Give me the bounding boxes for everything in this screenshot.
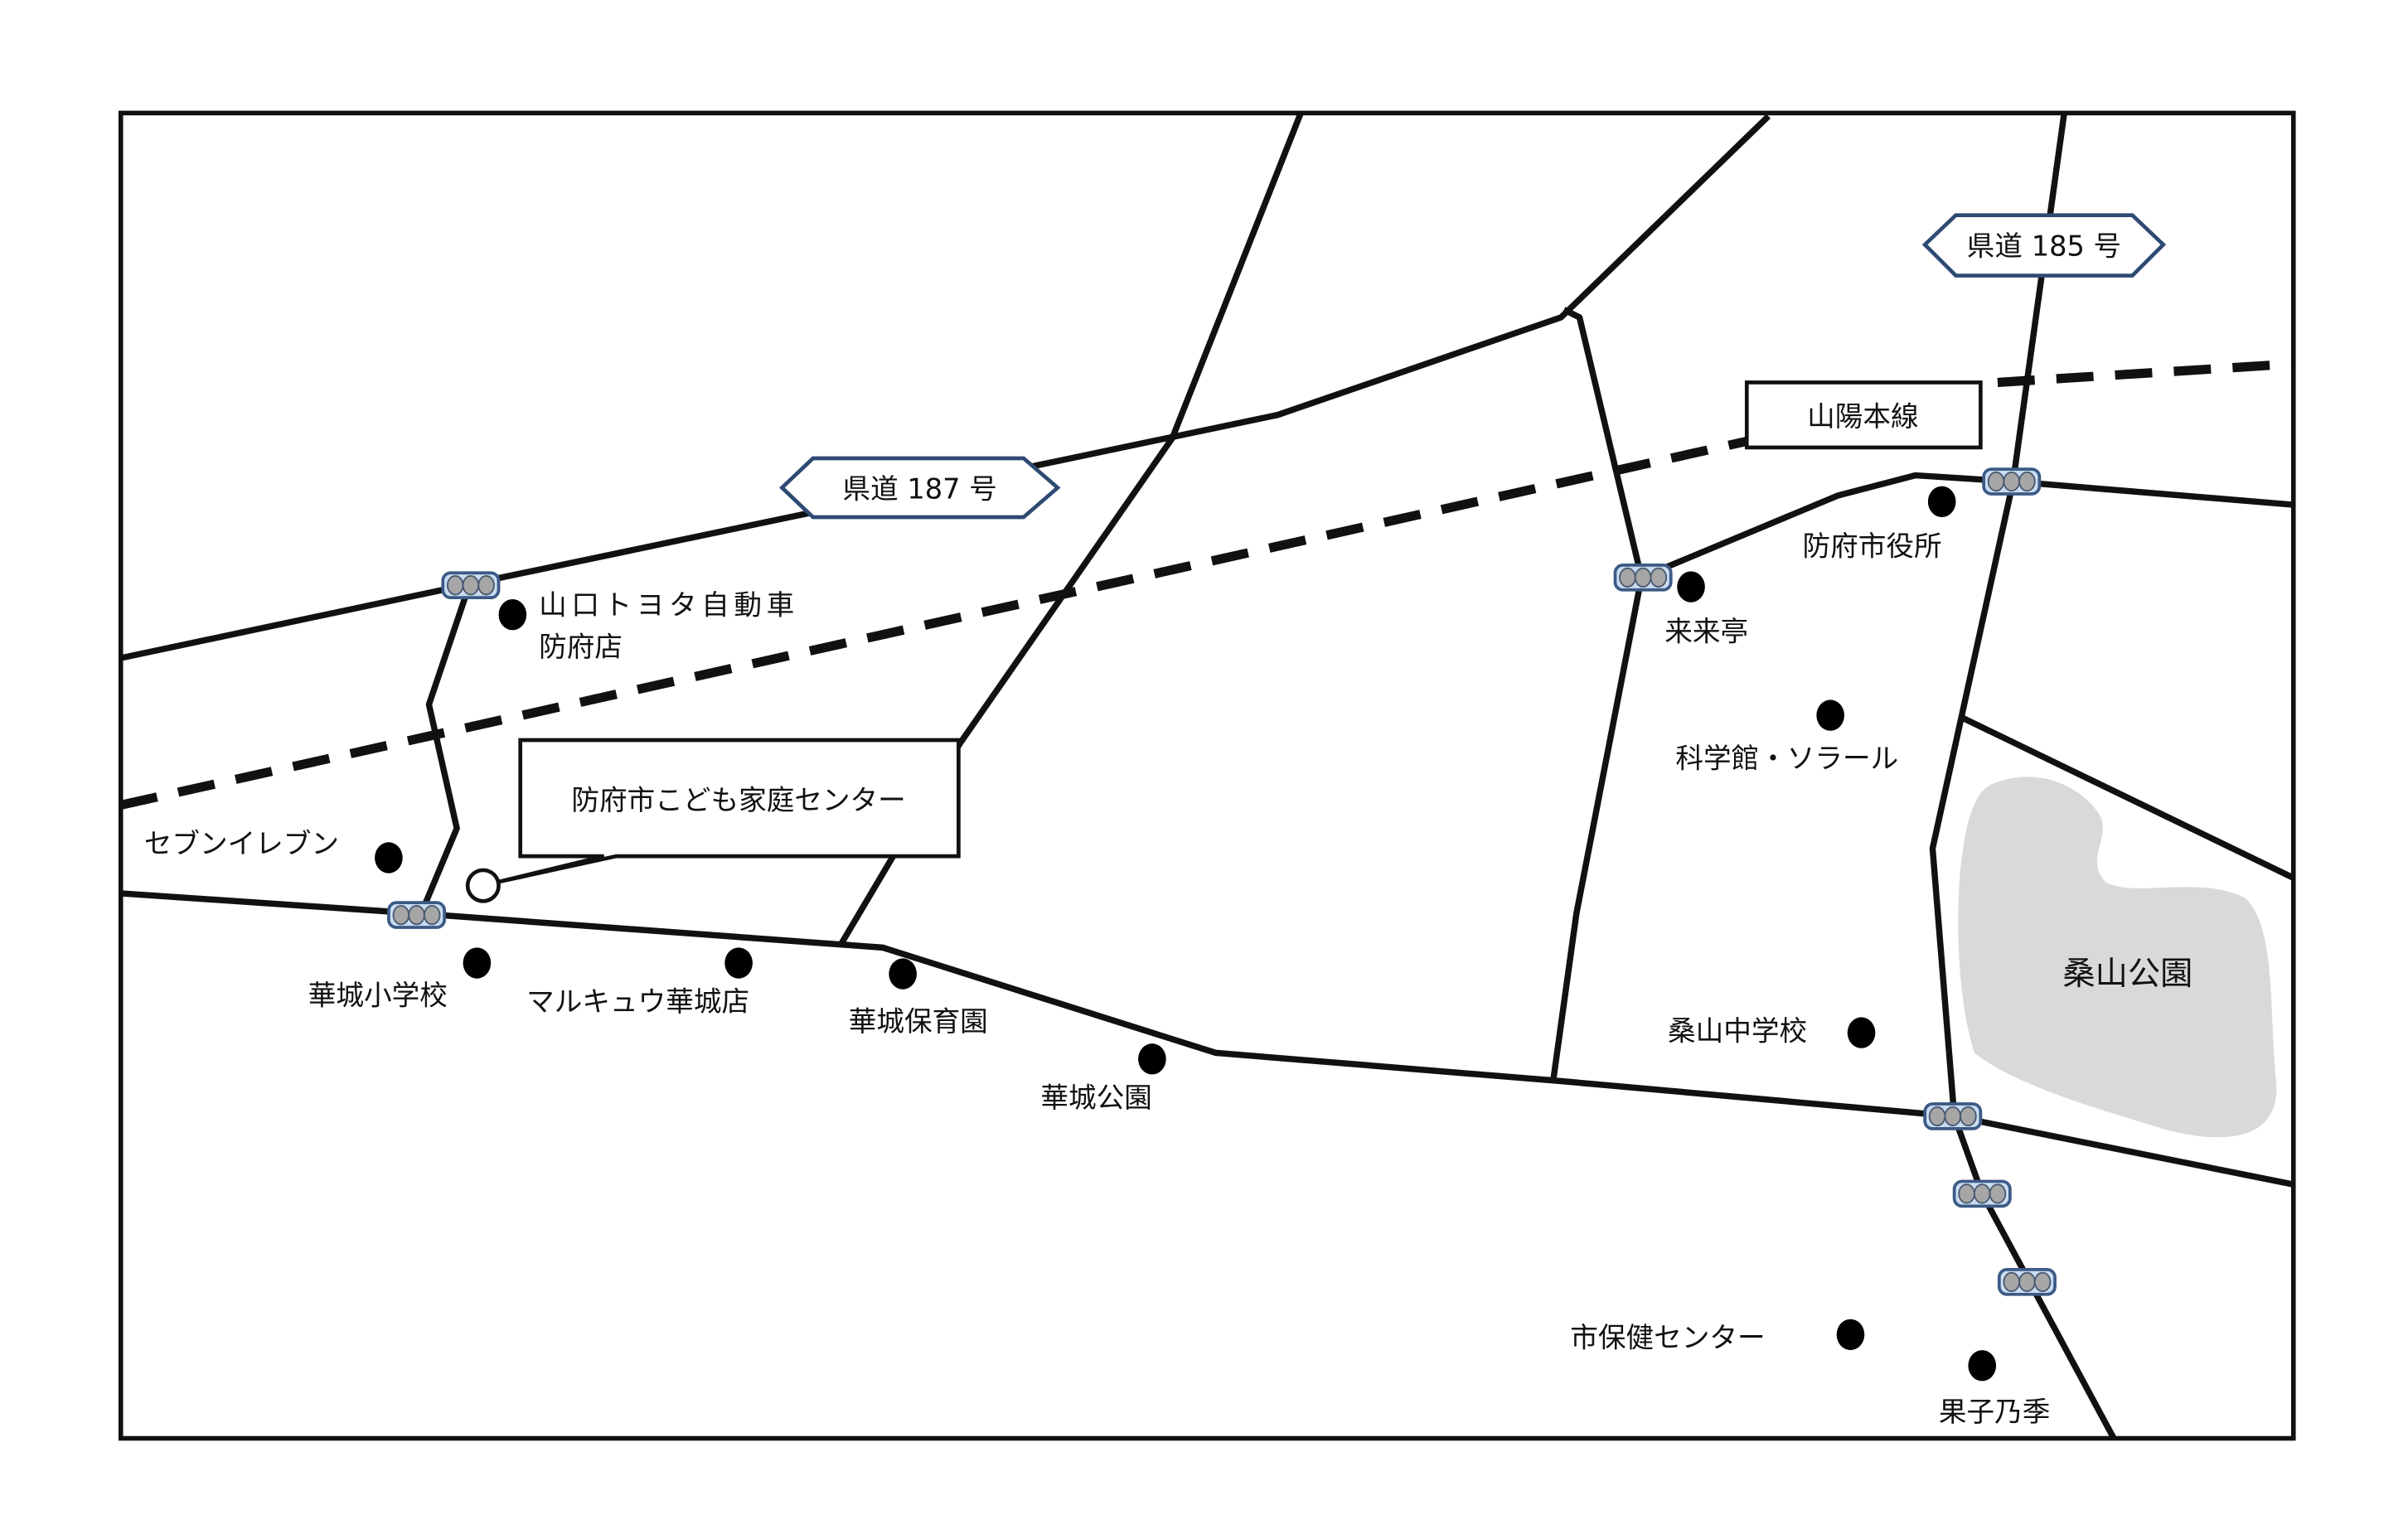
label-toyota-line2: 防府店	[539, 631, 623, 663]
traffic-signal-icon	[387, 901, 447, 929]
destination-callout: 防府市こども家庭センター	[465, 738, 961, 903]
road-route-185	[1929, 112, 2117, 1440]
park-area	[1958, 777, 2277, 1138]
landmark-dot-icon	[1816, 699, 1844, 731]
traffic-signal-icon	[1982, 467, 2042, 496]
route-187-label: 県道 187 号	[843, 473, 997, 506]
label-rairaitei: 来来亭	[1664, 615, 1748, 647]
landmark-dot-icon	[724, 947, 753, 979]
route-185-label: 県道 185 号	[1967, 230, 2121, 262]
road-cityhall-branch	[1640, 472, 2294, 581]
railway-label-text: 山陽本線	[1807, 400, 1918, 433]
map-frame	[118, 110, 2296, 1441]
label-kajo-park: 華城公園	[1040, 1082, 1151, 1114]
railway-label: 山陽本線	[1744, 380, 1983, 450]
label-city-hall: 防府市役所	[1803, 530, 1942, 563]
landmark-dot-icon	[375, 842, 403, 874]
traffic-signal-icon	[1997, 1268, 2057, 1296]
landmark-dot-icon	[1927, 486, 1956, 517]
landmark-markers	[375, 486, 1997, 1382]
road-park-north	[1959, 714, 2295, 881]
route-187-sign: 県道 187 号	[779, 456, 1061, 520]
label-marukyu: マルキュウ華城店	[526, 985, 749, 1018]
landmark-dot-icon	[1847, 1017, 1876, 1048]
label-kashinoki: 果子乃季	[1939, 1396, 2050, 1428]
traffic-signals	[387, 467, 2057, 1296]
label-science-museum: 科学館・ソラール	[1675, 743, 1898, 775]
landmark-dot-icon	[1677, 571, 1705, 603]
traffic-signal-icon	[1923, 1102, 1983, 1130]
route-185-sign: 県道 185 号	[1921, 213, 2167, 278]
label-kajo-nursery: 華城保育園	[849, 1005, 988, 1038]
traffic-signal-icon	[441, 571, 501, 600]
landmark-dot-icon	[889, 958, 917, 990]
landmark-dot-icon	[498, 599, 527, 631]
label-kuwayama-jhs: 桑山中学校	[1668, 1014, 1807, 1047]
landmark-dot-icon	[1968, 1350, 1997, 1382]
label-kajo-elementary: 華城小学校	[308, 979, 448, 1011]
label-health-center: 市保健センター	[1570, 1321, 1765, 1353]
park-label: 桑山公園	[2062, 956, 2192, 993]
traffic-signal-icon	[1613, 564, 1673, 592]
label-seven-eleven: セブンイレブン	[144, 827, 339, 859]
landmark-dot-icon	[1138, 1043, 1166, 1075]
destination-label: 防府市こども家庭センター	[571, 784, 905, 816]
landmark-dot-icon	[463, 947, 492, 979]
destination-marker	[465, 868, 501, 903]
label-toyota-line1: 山口トヨタ自動車	[539, 589, 799, 622]
railway-sanyo-line	[119, 359, 2294, 810]
landmark-labels: 山口トヨタ自動車 防府店 セブンイレブン 華城小学校 マルキュウ華城店 華城保育…	[144, 530, 2051, 1428]
road-route-187	[119, 114, 1771, 661]
traffic-signal-icon	[1952, 1179, 2012, 1208]
road-left-connector	[418, 583, 472, 915]
landmark-dot-icon	[1836, 1319, 1865, 1351]
